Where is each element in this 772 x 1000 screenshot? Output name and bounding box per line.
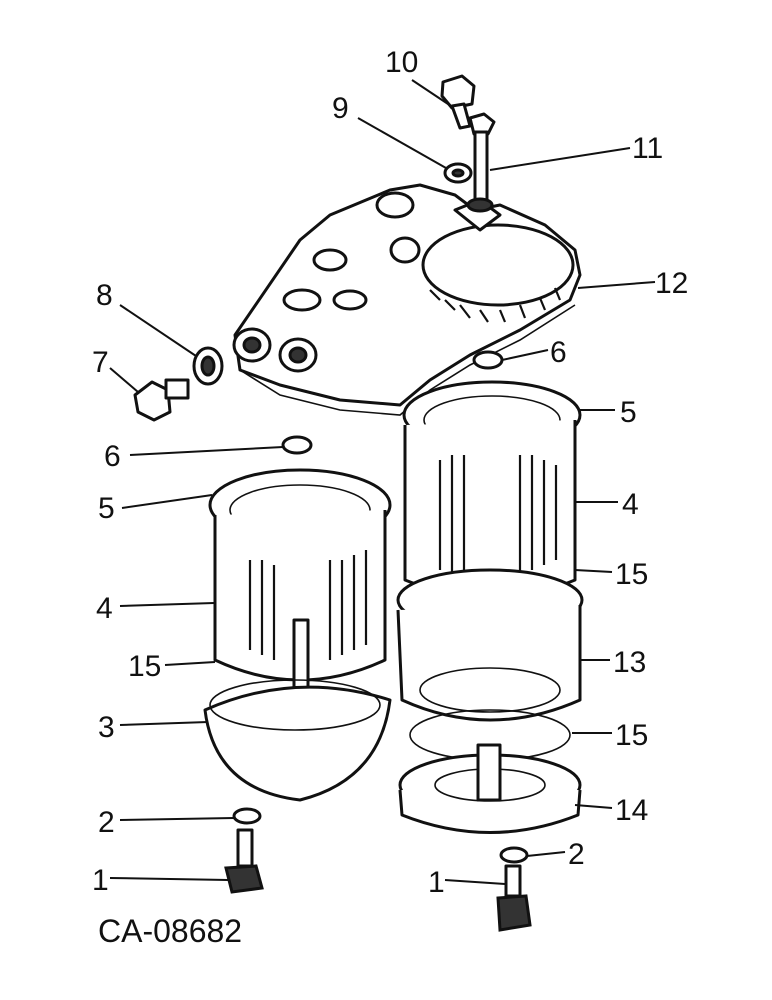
leader-4l [119,602,215,607]
right-drain-washer [499,846,529,864]
callout-7: 7 [92,346,109,379]
callout-2-right: 2 [568,838,585,871]
callout-12: 12 [655,267,688,300]
washer-8 [192,346,224,386]
leader-14 [574,804,613,809]
leader-15r1 [574,569,613,573]
callout-1-right: 1 [428,866,445,899]
leader-3 [119,721,209,726]
leader-8 [119,304,197,357]
plug-7 [133,378,190,422]
callout-11: 11 [632,132,663,165]
callout-2-left: 2 [98,806,115,839]
callout-15-left: 15 [128,650,161,683]
drawing-id: CA-08682 [98,913,242,949]
callout-5-left: 5 [98,492,115,525]
leader-15l [164,661,216,666]
leader-12 [577,281,656,289]
leader-6r [501,349,549,361]
right-drain-plug [496,864,532,932]
leader-2r [526,851,566,857]
left-bowl [203,679,392,802]
leader-10 [411,79,449,105]
leader-7 [109,367,139,393]
leader-2l [119,817,235,821]
callout-1-left: 1 [92,864,109,897]
leader-11 [489,147,631,171]
filter-head [232,183,582,416]
right-base [398,743,582,834]
leader-1l [109,877,229,881]
callout-14: 14 [615,794,648,827]
callout-5-right: 5 [620,396,637,429]
washer-9 [443,162,473,184]
callout-4-left: 4 [96,592,113,625]
callout-8: 8 [96,279,113,312]
callout-6-right: 6 [550,336,567,369]
leader-5l [121,494,213,509]
callout-9: 9 [332,92,349,125]
right-filter-element [402,350,582,599]
leader-lines [109,79,656,885]
callout-15-right-upper: 15 [615,558,648,591]
callout-labels: 10 9 11 12 8 7 6 5 6 5 4 4 15 15 13 3 15… [92,46,688,899]
callout-13: 13 [613,646,646,679]
leader-9 [357,117,447,169]
callout-4-right: 4 [622,488,639,521]
left-drain-plug [224,828,264,894]
callout-15-right-lower: 15 [615,719,648,752]
leader-1r [444,879,506,885]
callout-3: 3 [98,711,115,744]
right-bowl-glass [396,568,584,761]
bolt-10 [440,74,476,130]
callout-10: 10 [385,46,418,79]
callout-6-left: 6 [104,440,121,473]
bolt-11 [466,112,496,213]
leader-6l [129,446,284,456]
left-drain-washer [232,807,262,825]
